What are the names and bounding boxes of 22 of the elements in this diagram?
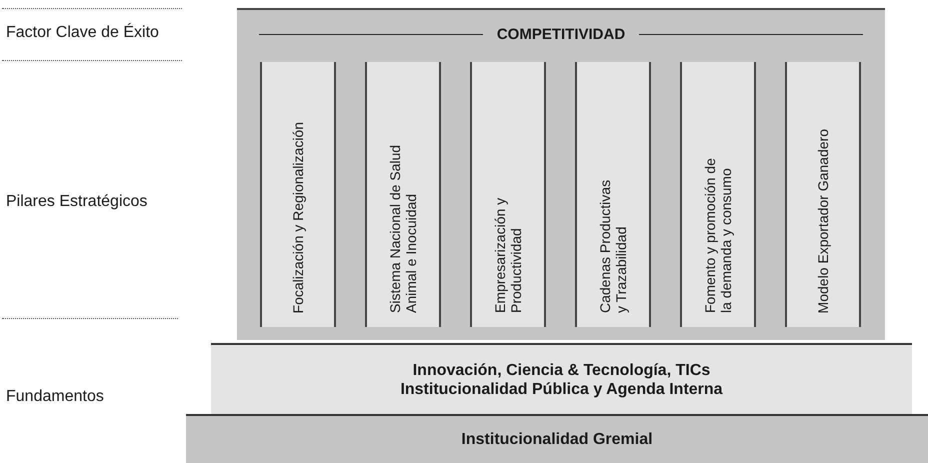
row-label: Pilares Estratégicos	[6, 193, 148, 211]
foundation-band	[186, 414, 928, 463]
foundation-band	[211, 343, 912, 415]
pillars-panel	[237, 8, 885, 340]
pillar-column	[575, 62, 651, 327]
row-label: Factor Clave de Éxito	[6, 24, 159, 42]
pillar-column	[785, 62, 861, 327]
panel-heading: COMPETITIVIDAD	[496, 26, 626, 43]
pillar-label: Cadenas Productivas y Trazabilidad	[596, 178, 630, 313]
pillar-column	[260, 62, 336, 327]
band-label: Institucionalidad Pública y Agenda Interna	[400, 380, 723, 400]
pillar-label: Sistema Nacional de Salud Animal e Inocuidad	[386, 144, 420, 313]
pillar-column	[365, 62, 441, 327]
pillar-column	[680, 62, 756, 327]
pillar-label: Fomento y promoción de la demanda y consumo	[702, 157, 734, 313]
pillar-label: Modelo Exportador Ganadero	[814, 128, 832, 313]
row-label: Fundamentos	[6, 388, 104, 406]
pillar-label: Empresarización y Productividad	[492, 196, 524, 313]
pillar-column	[470, 62, 546, 327]
band-label: Innovación, Ciencia & Tecnología, TICs	[412, 360, 710, 380]
band-label: Institucionalidad Gremial	[461, 430, 653, 450]
pillar-label: Focalización y Regionalización	[290, 122, 306, 313]
